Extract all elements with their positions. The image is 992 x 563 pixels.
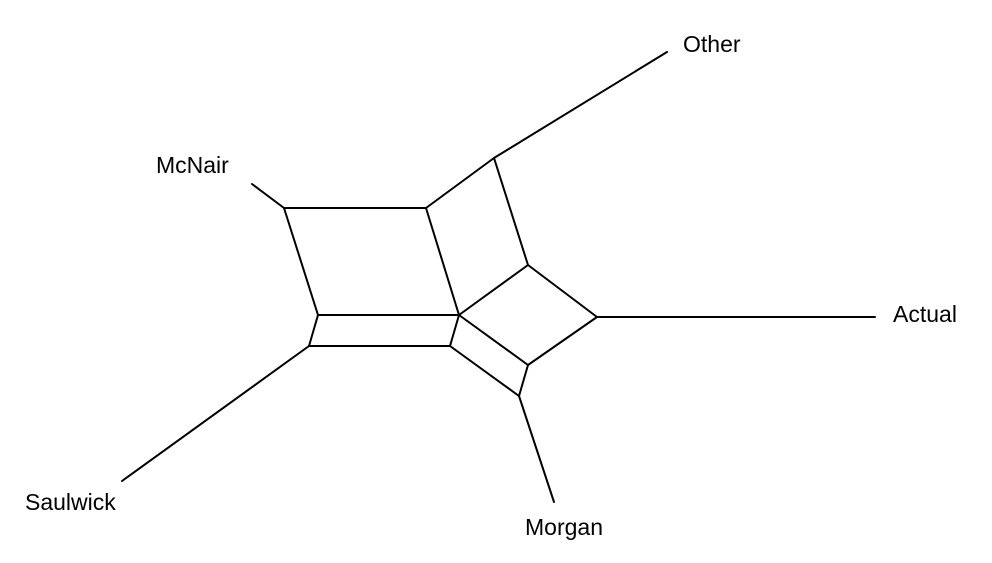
- split-edge: [449, 345, 520, 397]
- split-edge: [308, 314, 319, 347]
- split-edge: [449, 314, 460, 347]
- split-edge: [425, 157, 495, 209]
- taxon-label-other: Other: [683, 31, 741, 57]
- edge-other: [493, 51, 668, 159]
- taxon-label-actual: Actual: [893, 301, 957, 327]
- taxon-label-mcnair: McNair: [156, 152, 229, 178]
- edge-morgan: [518, 395, 555, 503]
- split-edge: [527, 316, 598, 366]
- split-edge: [283, 207, 319, 316]
- split-edge: [527, 264, 598, 318]
- taxon-label-saulwick: Saulwick: [25, 489, 116, 515]
- split-edge: [518, 364, 529, 397]
- split-edge: [458, 264, 529, 316]
- taxon-label-morgan: Morgan: [525, 514, 603, 540]
- edge-saulwick: [121, 345, 310, 482]
- split-edge: [458, 314, 529, 366]
- split-edge: [425, 207, 460, 316]
- edge-mcnair: [251, 183, 285, 209]
- split-edge: [493, 157, 529, 266]
